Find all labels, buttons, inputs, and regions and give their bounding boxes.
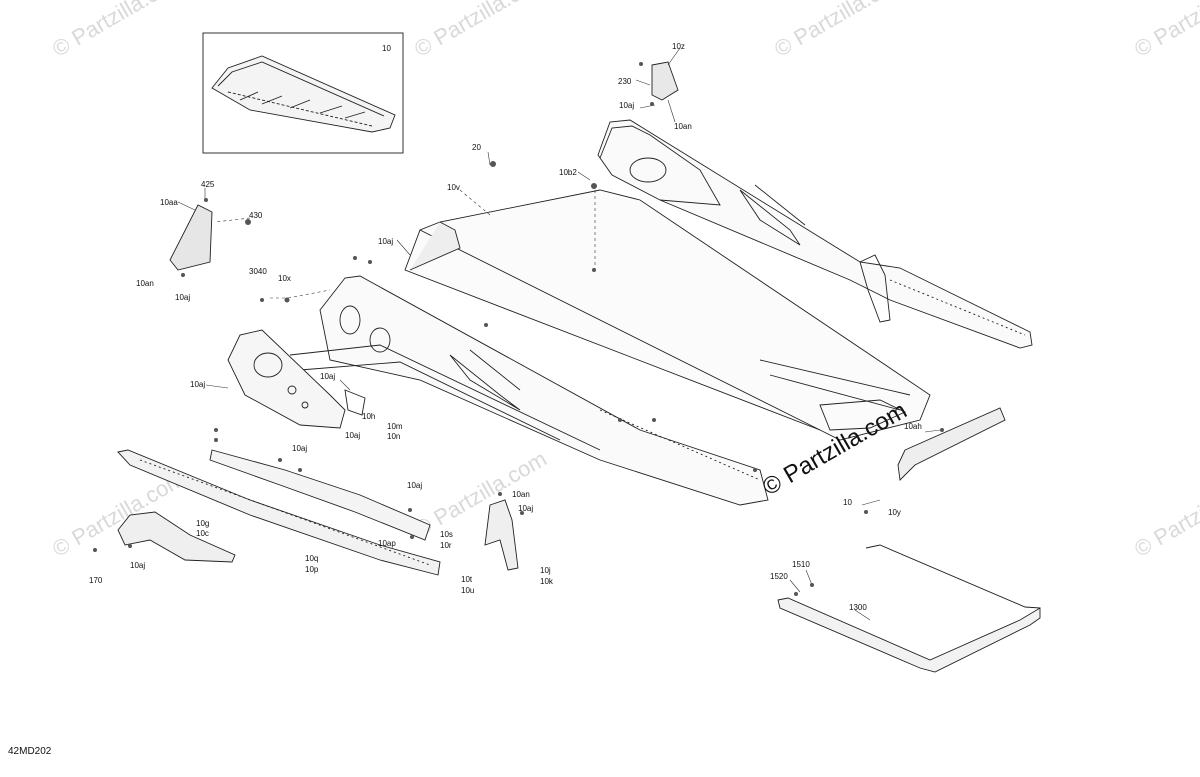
tunnel-plate-10v — [404, 189, 931, 441]
part-10g — [117, 511, 236, 563]
callout-10aj: 10aj — [175, 293, 191, 302]
callout-1300: 1300 — [849, 603, 867, 612]
callout-10aj: 10aj — [378, 237, 394, 246]
callout-10aj: 10aj — [292, 444, 308, 453]
diagram-code: 42MD202 — [8, 746, 52, 757]
callout-10n: 10n — [387, 432, 401, 441]
callout-10m: 10m — [387, 422, 403, 431]
callout-230: 230 — [618, 77, 632, 86]
inset-box — [202, 32, 404, 154]
callout-10aj: 10aj — [130, 561, 146, 570]
callout-10b2: 10b2 — [559, 168, 577, 177]
callout-10u: 10u — [461, 586, 475, 595]
callout-10z: 10z — [672, 42, 685, 51]
running-board-10q — [117, 449, 441, 576]
bumper-1300 — [777, 597, 1041, 673]
callout-10r: 10r — [440, 541, 452, 550]
callout-10ah: 10ah — [904, 422, 922, 431]
callout-10aj: 10aj — [518, 504, 534, 513]
bracket-10ah — [897, 407, 1006, 481]
bracket-10t — [484, 499, 519, 571]
callout-170: 170 — [89, 576, 103, 585]
callout-10s: 10s — [440, 530, 453, 539]
callout-10v: 10v — [447, 183, 460, 192]
callout-3040: 3040 — [249, 267, 267, 276]
callout-425: 425 — [201, 180, 215, 189]
callout-10an: 10an — [512, 490, 530, 499]
callout-20: 20 — [472, 143, 481, 152]
left-tunnel-assembly — [289, 275, 769, 506]
inset-tunnel-part — [211, 55, 396, 133]
guard-10aa — [169, 204, 213, 271]
callout-430: 430 — [249, 211, 263, 220]
callout-10t: 10t — [461, 575, 473, 584]
callout-10an: 10an — [136, 279, 154, 288]
callout-10an: 10an — [674, 122, 692, 131]
callout-10aj: 10aj — [407, 481, 423, 490]
callout-10aj: 10aj — [190, 380, 206, 389]
callout-10aj: 10aj — [345, 431, 361, 440]
callout-10p: 10p — [305, 565, 319, 574]
callout-10y: 10y — [888, 508, 901, 517]
callout-10c: 10c — [196, 529, 209, 538]
right-tunnel-panel — [597, 119, 1033, 349]
callout-10j: 10j — [540, 566, 551, 575]
footrest-bar — [209, 449, 431, 541]
callout-10aj: 10aj — [619, 101, 635, 110]
callout-1520: 1520 — [770, 572, 788, 581]
callout-10g: 10g — [196, 519, 210, 528]
callout-10h: 10h — [362, 412, 376, 421]
callout-10k: 10k — [540, 577, 553, 586]
callout-10x: 10x — [278, 274, 291, 283]
callout-10w: 10 — [843, 498, 852, 507]
callout-10ap: 10ap — [378, 539, 396, 548]
callout-10q: 10q — [305, 554, 319, 563]
callout-10aa: 10aa — [160, 198, 178, 207]
left-side-plate — [227, 329, 366, 429]
callout-10aj: 10aj — [320, 372, 336, 381]
callout-10: 10 — [382, 44, 391, 53]
callout-1510: 1510 — [792, 560, 810, 569]
rear-guard-10z — [651, 61, 679, 101]
